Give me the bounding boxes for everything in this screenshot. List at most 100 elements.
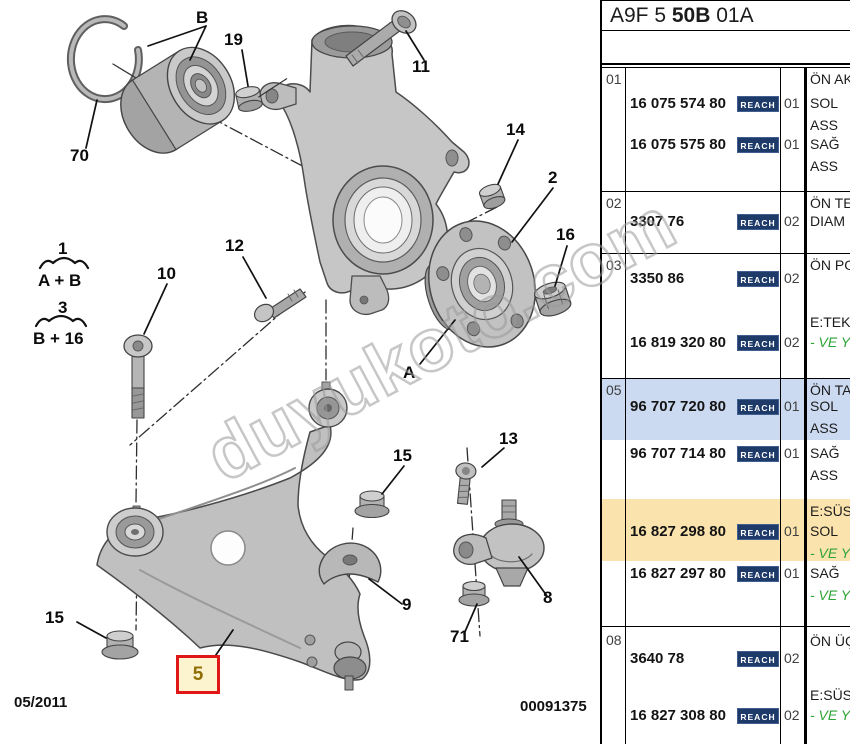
pivot-bolt bbox=[253, 288, 307, 323]
column-divider bbox=[625, 627, 626, 744]
reach-badge[interactable]: REACH bbox=[737, 566, 779, 582]
callout-A[interactable]: A bbox=[403, 363, 416, 382]
callout-9[interactable]: 9 bbox=[402, 595, 412, 614]
description-line: SAĞ bbox=[810, 565, 840, 581]
column-divider bbox=[804, 254, 807, 378]
column-divider bbox=[625, 192, 626, 253]
reach-badge[interactable]: REACH bbox=[737, 446, 779, 462]
callout-3[interactable]: 3 bbox=[58, 298, 68, 317]
catalog-code-header: A9F 5 50B 01A bbox=[602, 1, 850, 31]
highlight-row-orange bbox=[602, 499, 850, 561]
callout-8[interactable]: 8 bbox=[543, 588, 553, 607]
column-divider bbox=[625, 254, 626, 378]
callout-11[interactable]: 11 bbox=[412, 57, 430, 76]
balljoint-bolt bbox=[455, 462, 477, 505]
quantity: 01 bbox=[784, 136, 800, 152]
table-block-03: 03 ÖN PO 3350 86 REACH 02 E:TEK 16 819 3… bbox=[602, 253, 850, 378]
row-index: 05 bbox=[606, 382, 622, 398]
reach-badge[interactable]: REACH bbox=[737, 271, 779, 287]
description-head: ÖN TE bbox=[810, 195, 850, 211]
description-head: ÖN TA bbox=[810, 382, 850, 398]
callout-10[interactable]: 10 bbox=[157, 264, 176, 283]
part-number[interactable]: 16 075 575 80 bbox=[630, 136, 726, 153]
quantity: 01 bbox=[784, 95, 800, 111]
header-spacer bbox=[602, 32, 850, 65]
part-number[interactable]: 96 707 714 80 bbox=[630, 445, 726, 462]
code-suffix: 01A bbox=[710, 4, 754, 27]
callout-2[interactable]: 2 bbox=[548, 168, 558, 187]
quantity: 01 bbox=[784, 523, 800, 539]
row-index: 01 bbox=[606, 71, 622, 87]
part-number[interactable]: 16 819 320 80 bbox=[630, 334, 726, 351]
code-main: 50B bbox=[671, 4, 711, 27]
flange-nut-left bbox=[101, 630, 139, 660]
description-subhead: E:TEK bbox=[810, 314, 850, 330]
description-head: ÖN ÜÇ bbox=[810, 633, 850, 649]
quantity: 02 bbox=[784, 213, 800, 229]
column-divider bbox=[780, 68, 781, 191]
callout-12[interactable]: 12 bbox=[225, 236, 244, 255]
wheel-hub bbox=[424, 220, 537, 348]
reach-badge[interactable]: REACH bbox=[737, 335, 779, 351]
parts-table-panel: A9F 5 50B 01A 01 ÖN AK 16 075 574 80 REA… bbox=[600, 0, 850, 744]
description-line: SAĞ bbox=[810, 136, 840, 152]
part-number[interactable]: 3350 86 bbox=[630, 270, 685, 287]
description-head: ÖN PO bbox=[810, 257, 850, 273]
callout-14[interactable]: 14 bbox=[506, 120, 525, 139]
column-divider bbox=[780, 192, 781, 253]
description-note: - VE Y bbox=[810, 334, 850, 350]
part-number[interactable]: 3307 76 bbox=[630, 213, 685, 230]
callout-15-right[interactable]: 15 bbox=[393, 446, 412, 465]
callout-15-left[interactable]: 15 bbox=[45, 608, 64, 627]
reach-badge[interactable]: REACH bbox=[737, 524, 779, 540]
reach-badge[interactable]: REACH bbox=[737, 708, 779, 724]
selected-part-callout-5[interactable]: 5 bbox=[176, 655, 220, 694]
description-head: ÖN AK bbox=[810, 71, 850, 87]
code-prefix: A9F 5 bbox=[610, 4, 672, 27]
row-index: 03 bbox=[606, 257, 622, 273]
part-number[interactable]: 16 075 574 80 bbox=[630, 95, 726, 112]
callout-13[interactable]: 13 bbox=[499, 429, 518, 448]
catalog-date: 05/2011 bbox=[14, 694, 68, 711]
reach-badge[interactable]: REACH bbox=[737, 214, 779, 230]
reach-badge[interactable]: REACH bbox=[737, 399, 779, 415]
callout-B[interactable]: B bbox=[196, 8, 209, 27]
callout-16[interactable]: 16 bbox=[556, 225, 575, 244]
description-line: SOL bbox=[810, 95, 839, 111]
flange-nut-right bbox=[354, 490, 390, 519]
callout-formula-a-plus-b: A + B bbox=[38, 271, 82, 290]
description-subhead: E:SÜS bbox=[810, 503, 850, 519]
callout-1[interactable]: 1 bbox=[58, 239, 68, 258]
ball-joint bbox=[453, 499, 545, 587]
callout-formula-b-plus-16: B + 16 bbox=[33, 329, 84, 348]
brace-lines bbox=[34, 256, 90, 328]
document-number: 00091375 bbox=[520, 698, 587, 715]
exploded-diagram bbox=[34, 10, 572, 691]
part-number[interactable]: 3640 78 bbox=[630, 650, 685, 667]
description-line: ASS bbox=[810, 117, 839, 133]
callout-71[interactable]: 71 bbox=[450, 627, 469, 646]
reach-badge[interactable]: REACH bbox=[737, 137, 779, 153]
table-block-01: 01 ÖN AK 16 075 574 80 REACH 01 SOL ASS … bbox=[602, 67, 850, 191]
part-number[interactable]: 16 827 308 80 bbox=[630, 707, 726, 724]
part-number[interactable]: 16 827 297 80 bbox=[630, 565, 726, 582]
part-number[interactable]: 16 827 298 80 bbox=[630, 523, 726, 540]
description-line: SOL bbox=[810, 398, 839, 414]
callout-70[interactable]: 70 bbox=[70, 146, 89, 165]
reach-badge[interactable]: REACH bbox=[737, 651, 779, 667]
callout-5-label: 5 bbox=[192, 663, 204, 685]
control-arm bbox=[96, 381, 371, 691]
part-number[interactable]: 96 707 720 80 bbox=[630, 398, 726, 415]
callout-19[interactable]: 19 bbox=[224, 30, 243, 49]
highlight-row-blue bbox=[602, 379, 850, 440]
description-note: - VE Y bbox=[810, 545, 850, 561]
description-note: - VE Y bbox=[810, 707, 850, 723]
quantity: 02 bbox=[784, 707, 800, 723]
table-block-02: 02 ÖN TE 3307 76 REACH 02 DIAM bbox=[602, 191, 850, 253]
column-divider bbox=[804, 627, 807, 744]
hub-nut bbox=[533, 281, 572, 317]
description-subhead: E:SÜS bbox=[810, 687, 850, 703]
description-line: ASS bbox=[810, 420, 839, 436]
reach-badge[interactable]: REACH bbox=[737, 96, 779, 112]
